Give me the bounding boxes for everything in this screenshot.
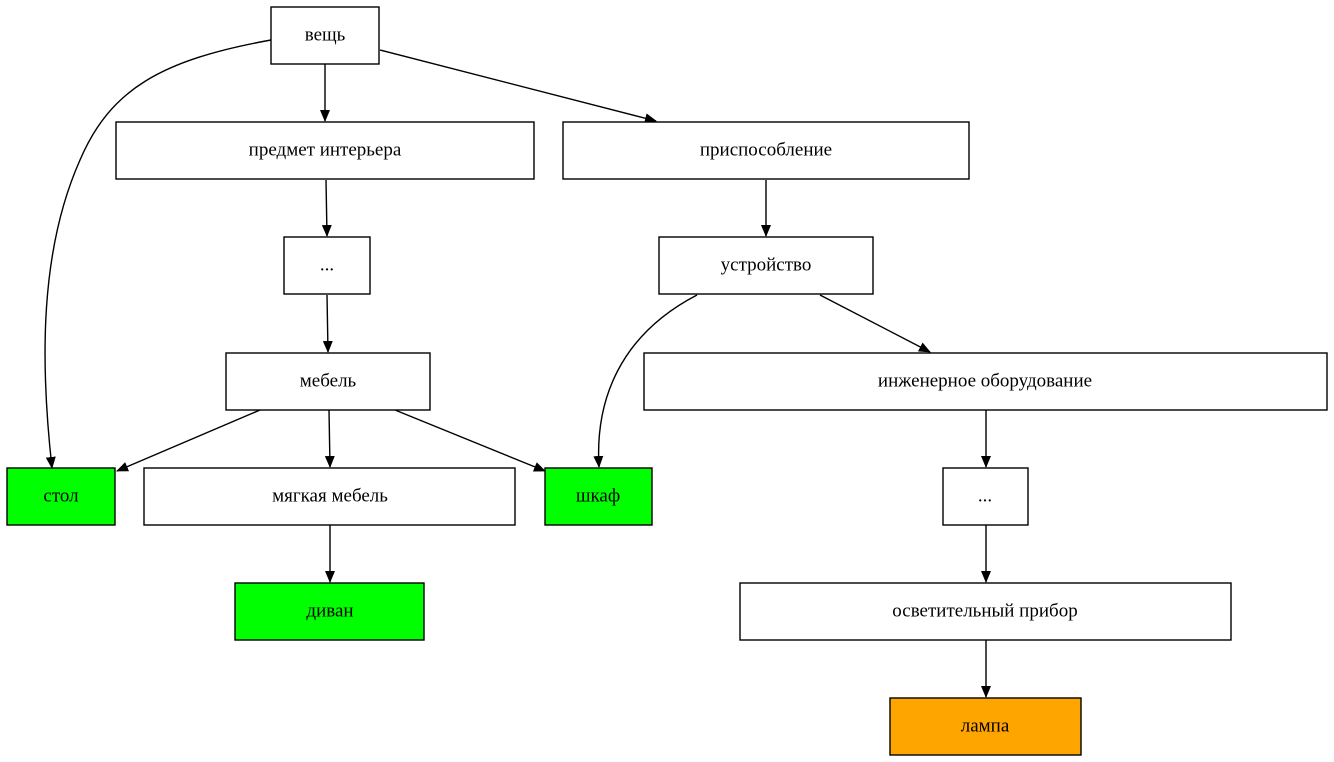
node-stol: стол: [6, 467, 116, 526]
node-mebel: мебель: [225, 352, 431, 411]
node-label-mebel: мебель: [300, 371, 357, 392]
node-lampa: лампа: [889, 697, 1082, 756]
node-label-inzhenernoe-oborudovanie: инженерное оборудование: [878, 371, 1092, 392]
node-label-prisposoblenie: приспособление: [700, 140, 832, 161]
node-myagkaya-mebel: мягкая мебель: [143, 467, 516, 526]
edge-mebel-to-myagkaya-mebel: [324, 409, 335, 468]
node-inzhenernoe-oborudovanie: инженерное оборудование: [643, 352, 1328, 411]
node-label-shkaf: шкаф: [576, 486, 620, 507]
edge-veshch-to-prisposoblenie: [379, 49, 657, 124]
node-label-ellipsis-engineering: ...: [978, 486, 992, 507]
node-ustroystvo: устройство: [658, 236, 874, 295]
node-label-lampa: лампа: [961, 716, 1010, 737]
node-prisposoblenie: приспособление: [562, 121, 970, 180]
node-label-myagkaya-mebel: мягкая мебель: [272, 486, 388, 507]
node-predmet-interera: предмет интерьера: [115, 121, 535, 180]
node-ellipsis-interior: ...: [283, 236, 371, 295]
node-label-veshch: вещь: [305, 25, 346, 46]
edge-ellipsis-to-mebel: [322, 294, 333, 353]
edges-group: [44, 39, 991, 698]
node-label-ustroystvo: устройство: [721, 255, 812, 276]
node-label-divan: диван: [306, 601, 353, 622]
edge-ustroystvo-to-inzhenernoe-oborudovanie: [819, 294, 931, 353]
edge-veshch-to-stol: [44, 39, 272, 469]
edge-mebel-to-shkaf: [394, 409, 546, 472]
node-veshch: вещь: [270, 6, 380, 65]
node-label-predmet-interera: предмет интерьера: [249, 140, 402, 161]
node-label-osvetitelny-pribor: осветительный прибор: [892, 601, 1077, 622]
node-shkaf: шкаф: [544, 467, 653, 526]
node-divan: диван: [234, 582, 425, 641]
edge-predmet-interera-to-ellipsis: [321, 179, 332, 237]
edge-mebel-to-stol: [116, 409, 261, 472]
edge-ustroystvo-to-shkaf: [593, 294, 698, 468]
node-ellipsis-engineering: ...: [942, 467, 1029, 526]
node-osvetitelny-pribor: осветительный прибор: [739, 582, 1232, 641]
nodes-group: вещь предмет интерьера приспособление ..…: [6, 6, 1328, 756]
node-label-stol: стол: [43, 486, 79, 507]
node-label-ellipsis-interior: ...: [320, 255, 334, 276]
